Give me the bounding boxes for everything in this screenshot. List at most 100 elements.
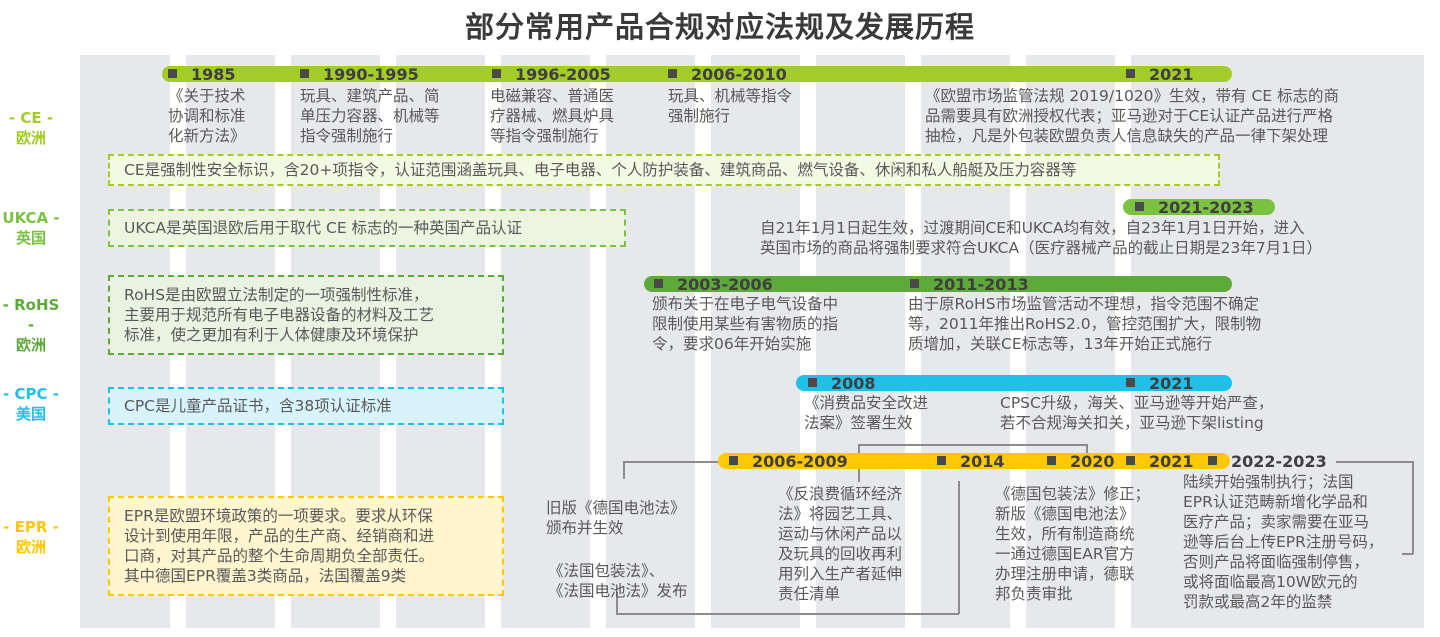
year-label: 2014 bbox=[960, 452, 1005, 471]
row-label-ce-region: 欧洲 bbox=[15, 129, 46, 147]
summary-box-epr: EPR是欧盟环境政策的一项要求。要求从环保 设计到使用年限，产品的生产商、经销商… bbox=[108, 496, 504, 596]
milestone-text: 颁布关于在电子电气设备中 限制使用某些有害物质的指 令，要求06年开始实施 bbox=[652, 295, 839, 353]
year-label: 2008 bbox=[831, 374, 876, 393]
row-label-cpc-region: 美国 bbox=[15, 405, 46, 423]
milestone-year: 2006-2009 bbox=[729, 454, 848, 470]
milestone-year: 2003-2006 bbox=[654, 277, 773, 293]
connector-line bbox=[1412, 461, 1414, 554]
connector-line bbox=[616, 592, 618, 614]
bg-column bbox=[921, 55, 1010, 628]
year-label: 2021 bbox=[1149, 374, 1194, 393]
square-bullet-icon bbox=[300, 69, 309, 78]
milestone-year: 2021 bbox=[1126, 454, 1194, 470]
square-bullet-icon bbox=[168, 69, 177, 78]
bg-column bbox=[816, 55, 905, 628]
year-label: 1996-2005 bbox=[515, 65, 611, 84]
square-bullet-icon bbox=[1126, 378, 1135, 387]
milestone-text: 由于原RoHS市场监管活动不理想，指令范围不确定 等，2011年推出RoHS2.… bbox=[908, 295, 1262, 353]
connector-line bbox=[623, 461, 719, 463]
milestone-text: 自21年1月1日起生效，过渡期间CE和UKCA均有效，自23年1月1日开始，进入… bbox=[760, 219, 1323, 257]
row-label-ce: - CE - 欧洲 bbox=[0, 108, 62, 148]
row-label-epr-name: - EPR - bbox=[3, 518, 59, 536]
bg-column bbox=[1131, 55, 1424, 628]
square-bullet-icon bbox=[654, 279, 663, 288]
milestone-year: 2008 bbox=[808, 376, 876, 392]
milestone-text: 《德国包装法》修正； 新版《德国电池法》 生效，所有制造商统 一通过德国EAR官… bbox=[995, 485, 1151, 603]
milestone-text: 《欧盟市场监管法规 2019/1020》生效，带有 CE 标志的商 品需要具有欧… bbox=[925, 87, 1340, 145]
row-label-ukca-region: 英国 bbox=[15, 229, 46, 247]
year-label: 2011-2013 bbox=[933, 275, 1029, 294]
year-label: 2022-2023 bbox=[1231, 452, 1327, 471]
summary-box-ukca: UKCA是英国退欧后用于取代 CE 标志的一种英国产品认证 bbox=[108, 209, 626, 247]
milestone-text: 《反浪费循环经济 法》将园艺工具、 运动与休闲产品以 及玩具的回收再利 用列入生… bbox=[778, 485, 903, 603]
milestone-text: 旧版《德国电池法》 颁布并生效 bbox=[546, 499, 686, 537]
milestone-text: 电磁兼容、普通医 疗器械、燃具炉具 等指令强制施行 bbox=[490, 87, 615, 145]
row-label-epr-region: 欧洲 bbox=[15, 538, 46, 556]
milestone-year: 2021 bbox=[1126, 376, 1194, 392]
milestone-text: 玩具、机械等指令 强制施行 bbox=[668, 87, 793, 125]
milestone-year: 2011-2013 bbox=[910, 277, 1029, 293]
square-bullet-icon bbox=[1126, 456, 1135, 465]
square-bullet-icon bbox=[729, 456, 738, 465]
milestone-year: 1985 bbox=[168, 67, 236, 83]
year-label: 2006-2009 bbox=[752, 452, 848, 471]
milestone-year: 2020 bbox=[1047, 454, 1115, 470]
milestone-year: 2021-2023 bbox=[1135, 200, 1254, 216]
row-label-epr: - EPR - 欧洲 bbox=[0, 517, 62, 557]
summary-box-cpc: CPC是儿童产品证书，含38项认证标准 bbox=[108, 387, 504, 425]
year-label: 1985 bbox=[191, 65, 236, 84]
milestone-year: 2014 bbox=[937, 454, 1005, 470]
milestone-year: 2006-2010 bbox=[668, 67, 787, 83]
year-label: 2021-2023 bbox=[1158, 198, 1254, 217]
year-label: 2006-2010 bbox=[691, 65, 787, 84]
connector-line bbox=[616, 613, 959, 615]
row-label-ce-name: - CE - bbox=[8, 109, 54, 127]
milestone-year: 1990-1995 bbox=[300, 67, 419, 83]
milestone-text: 玩具、建筑产品、简 单压力容器、机械等 指令强制施行 bbox=[300, 87, 440, 145]
milestone-text: 《法国包装法》、 《法国电池法》发布 bbox=[548, 562, 688, 600]
summary-box-ce: CE是强制性安全标识，含20+项指令，认证范围涵盖玩具、电子电器、个人防护装备、… bbox=[108, 154, 1220, 186]
timeline-bar-ukca bbox=[1123, 199, 1275, 215]
summary-box-rohs: RoHS是由欧盟立法制定的一项强制性标准， 主要用于规范所有电子电器设备的材料及… bbox=[108, 275, 504, 355]
year-label: 2020 bbox=[1070, 452, 1115, 471]
square-bullet-icon bbox=[1135, 202, 1144, 211]
connector-line bbox=[1086, 444, 1088, 454]
square-bullet-icon bbox=[910, 279, 919, 288]
year-label: 2003-2006 bbox=[677, 275, 773, 294]
row-label-ukca-name: UKCA - bbox=[2, 209, 60, 227]
row-label-rohs-name: - RoHS - bbox=[2, 296, 60, 334]
milestone-year: 2021 bbox=[1126, 67, 1194, 83]
row-label-cpc: - CPC - 美国 bbox=[0, 384, 62, 424]
year-label: 2021 bbox=[1149, 452, 1194, 471]
row-label-rohs-region: 欧洲 bbox=[15, 336, 46, 354]
row-label-rohs: - RoHS - 欧洲 bbox=[0, 295, 62, 355]
square-bullet-icon bbox=[492, 69, 501, 78]
connector-line bbox=[623, 461, 625, 479]
timeline-bar-ce bbox=[162, 66, 1232, 82]
bg-column bbox=[501, 55, 590, 628]
milestone-year: 1996-2005 bbox=[492, 67, 611, 83]
timeline-bar-cpc bbox=[796, 375, 1232, 391]
timeline-bar-rohs bbox=[644, 276, 1232, 292]
square-bullet-icon bbox=[1047, 456, 1056, 465]
connector-line bbox=[958, 481, 960, 614]
connector-line bbox=[1336, 461, 1413, 463]
milestone-text: CPSC升级，海关、亚马逊等开始严查， 若不合规海关扣关，亚马逊下架listin… bbox=[1000, 394, 1274, 432]
timeline-bar-epr bbox=[718, 453, 1230, 469]
square-bullet-icon bbox=[937, 456, 946, 465]
milestone-text: 《消费品安全改进 法案》签署生效 bbox=[804, 394, 929, 432]
square-bullet-icon bbox=[1126, 69, 1135, 78]
milestone-text: 《关于技术 协调和标准 化新方法》 bbox=[168, 87, 246, 145]
year-label: 2021 bbox=[1149, 65, 1194, 84]
bg-column bbox=[606, 55, 695, 628]
row-label-ukca: UKCA - 英国 bbox=[0, 208, 62, 248]
connector-line bbox=[858, 444, 1086, 446]
connector-line bbox=[1402, 553, 1413, 555]
row-label-cpc-name: - CPC - bbox=[3, 385, 59, 403]
milestone-text: 陆续开始强制执行；法国 EPR认证范畴新增化学品和 医疗产品；卖家需要在亚马 逊… bbox=[1183, 473, 1384, 611]
square-bullet-icon bbox=[668, 69, 677, 78]
year-label: 1990-1995 bbox=[323, 65, 419, 84]
square-bullet-icon bbox=[808, 378, 817, 387]
bg-column bbox=[711, 55, 800, 628]
page-title: 部分常用产品合规对应法规及发展历程 bbox=[464, 10, 975, 44]
